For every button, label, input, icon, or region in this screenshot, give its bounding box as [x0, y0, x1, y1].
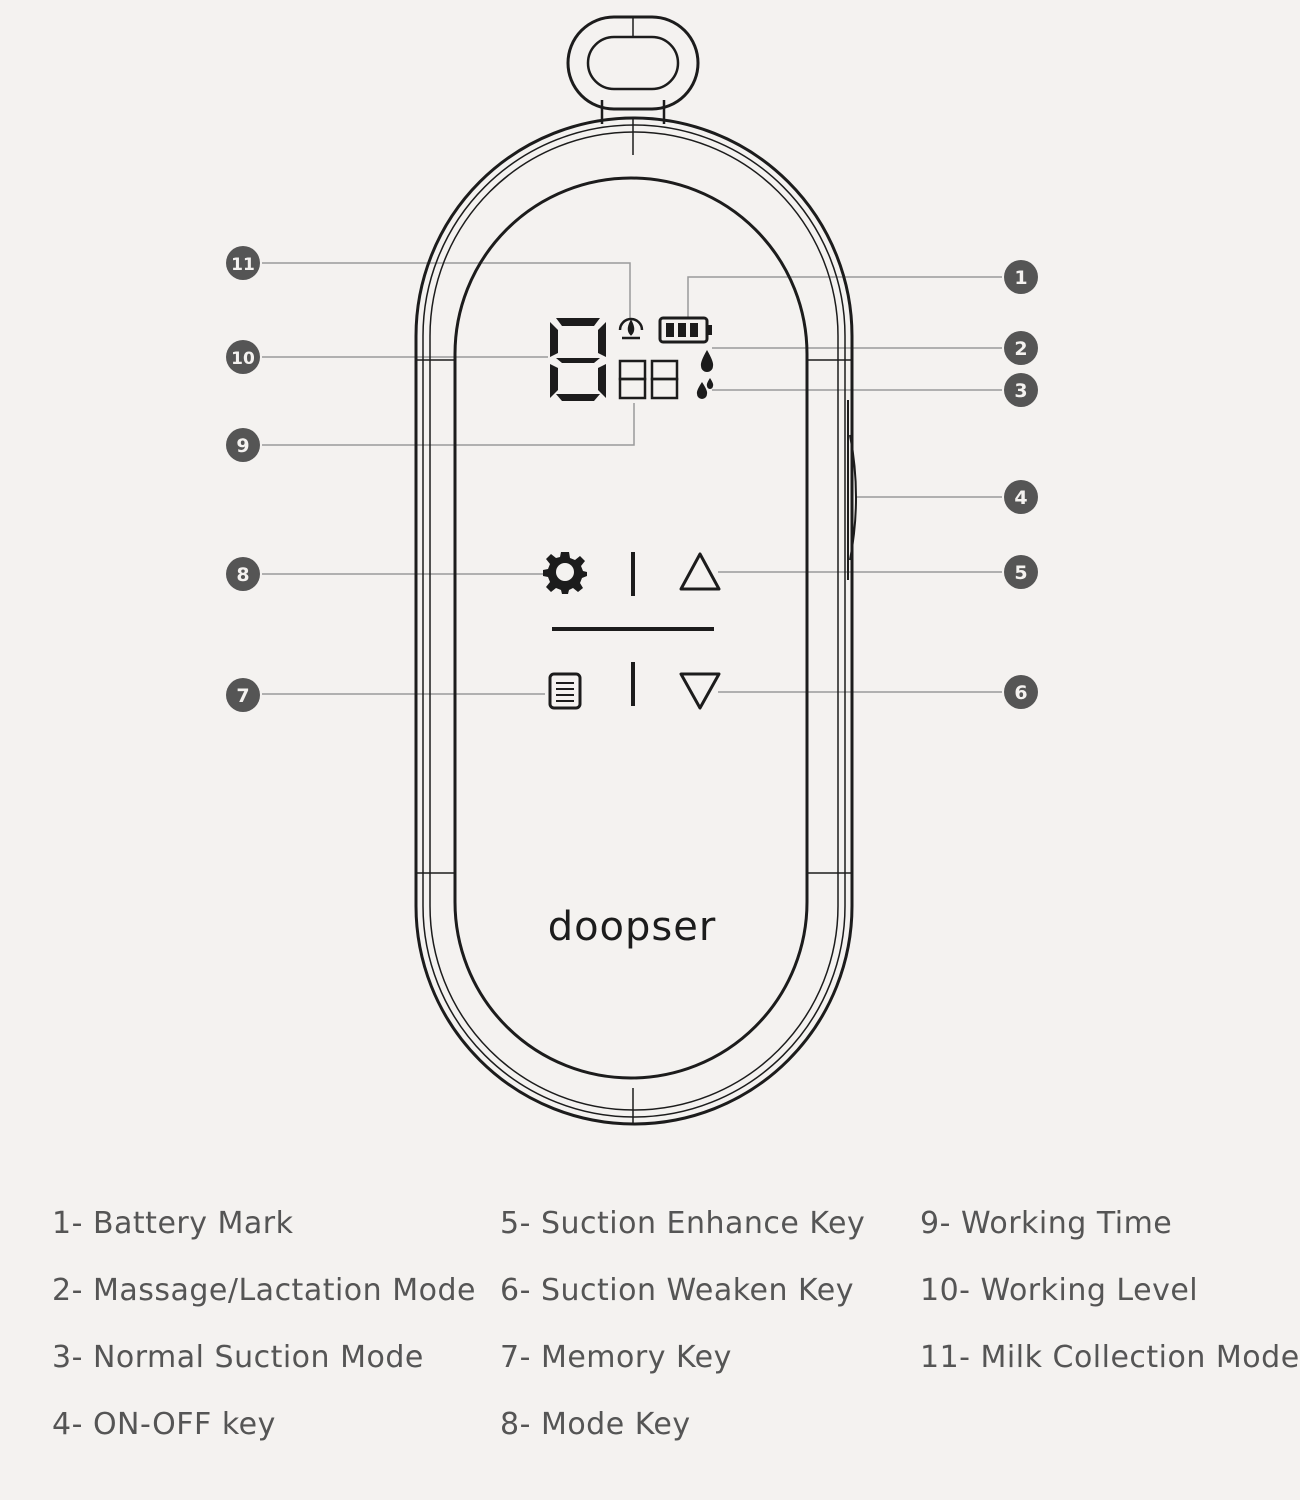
key-divider-lower: [631, 662, 635, 706]
callout-9: 9: [226, 428, 260, 462]
callout-6: 6: [1004, 675, 1038, 709]
svg-text:7: 7: [236, 685, 249, 707]
milk-collection-icon: [618, 317, 644, 340]
legend: 1- Battery Mark 2- Massage/Lactation Mod…: [0, 1190, 1300, 1480]
suction-enhance-key[interactable]: [679, 552, 721, 591]
device-face: [453, 176, 809, 1080]
key-panel: [543, 552, 721, 710]
legend-item-working-level: 10- Working Level: [920, 1273, 1199, 1308]
callouts: 11 10 9 8 7 1 2 3 4 5 6: [226, 246, 1038, 712]
memory-list-icon: [548, 672, 582, 710]
leader-1: [687, 276, 1002, 318]
legend-item-battery-mark: 1- Battery Mark: [52, 1206, 294, 1241]
device-body: [414, 15, 854, 1126]
brand-logo: doopser: [548, 904, 717, 950]
normal-suction-mode-icon: [696, 378, 714, 399]
device-shell-2: [422, 124, 846, 1118]
legend-item-normal-suction-mode: 3- Normal Suction Mode: [52, 1340, 424, 1375]
leader-9: [262, 403, 635, 446]
on-off-key[interactable]: [847, 400, 857, 580]
working-time-digits: [618, 359, 679, 400]
callout-4: 4: [1004, 480, 1038, 514]
leader-11: [262, 262, 631, 318]
callout-8: 8: [226, 557, 260, 591]
svg-text:9: 9: [236, 435, 249, 457]
callout-2: 2: [1004, 331, 1038, 365]
legend-item-on-off-key: 4- ON-OFF key: [52, 1407, 276, 1442]
device-diagram: doopser 11 10 9 8 7 1 2 3 4 5 6: [226, 15, 1038, 1126]
leader-lines: [262, 262, 1002, 695]
callout-7: 7: [226, 678, 260, 712]
legend-column-2: 5- Suction Enhance Key 6- Suction Weaken…: [500, 1190, 865, 1458]
legend-item-working-time: 9- Working Time: [920, 1206, 1173, 1241]
hanging-loop-inner: [586, 35, 680, 91]
svg-text:10: 10: [231, 349, 255, 369]
svg-text:4: 4: [1014, 487, 1027, 509]
svg-text:1: 1: [1014, 267, 1027, 289]
key-divider-horizontal: [552, 627, 714, 631]
suction-weaken-key[interactable]: [679, 672, 721, 710]
device-outer-shell: [414, 116, 854, 1126]
triangle-up-icon: [679, 552, 721, 591]
legend-item-suction-weaken-key: 6- Suction Weaken Key: [500, 1273, 854, 1308]
key-divider-upper: [631, 552, 635, 596]
battery-icon: [658, 316, 712, 344]
gear-icon: [543, 552, 587, 594]
legend-item-massage-lactation-mode: 2- Massage/Lactation Mode: [52, 1273, 476, 1308]
legend-item-mode-key: 8- Mode Key: [500, 1407, 691, 1442]
legend-column-3: 9- Working Time 10- Working Level 11- Mi…: [920, 1190, 1300, 1391]
callout-10: 10: [226, 340, 260, 374]
legend-column-1: 1- Battery Mark 2- Massage/Lactation Mod…: [52, 1190, 476, 1458]
callout-5: 5: [1004, 555, 1038, 589]
svg-text:5: 5: [1014, 562, 1027, 584]
working-level-digit: [550, 318, 606, 401]
triangle-down-icon: [679, 672, 721, 710]
memory-key[interactable]: [548, 672, 582, 710]
callout-1: 1: [1004, 260, 1038, 294]
svg-text:6: 6: [1014, 682, 1027, 704]
lcd-display: [550, 316, 714, 401]
svg-text:11: 11: [231, 255, 255, 275]
svg-text:3: 3: [1014, 380, 1027, 402]
callout-3: 3: [1004, 373, 1038, 407]
svg-text:2: 2: [1014, 338, 1027, 360]
legend-item-memory-key: 7- Memory Key: [500, 1340, 732, 1375]
legend-item-suction-enhance-key: 5- Suction Enhance Key: [500, 1206, 866, 1241]
legend-item-milk-collection-mode: 11- Milk Collection Mode: [920, 1340, 1300, 1375]
callout-11: 11: [226, 246, 260, 280]
svg-text:8: 8: [236, 564, 249, 586]
device-shell-3: [429, 131, 839, 1111]
mode-key[interactable]: [543, 552, 587, 594]
massage-lactation-mode-icon: [700, 350, 714, 372]
